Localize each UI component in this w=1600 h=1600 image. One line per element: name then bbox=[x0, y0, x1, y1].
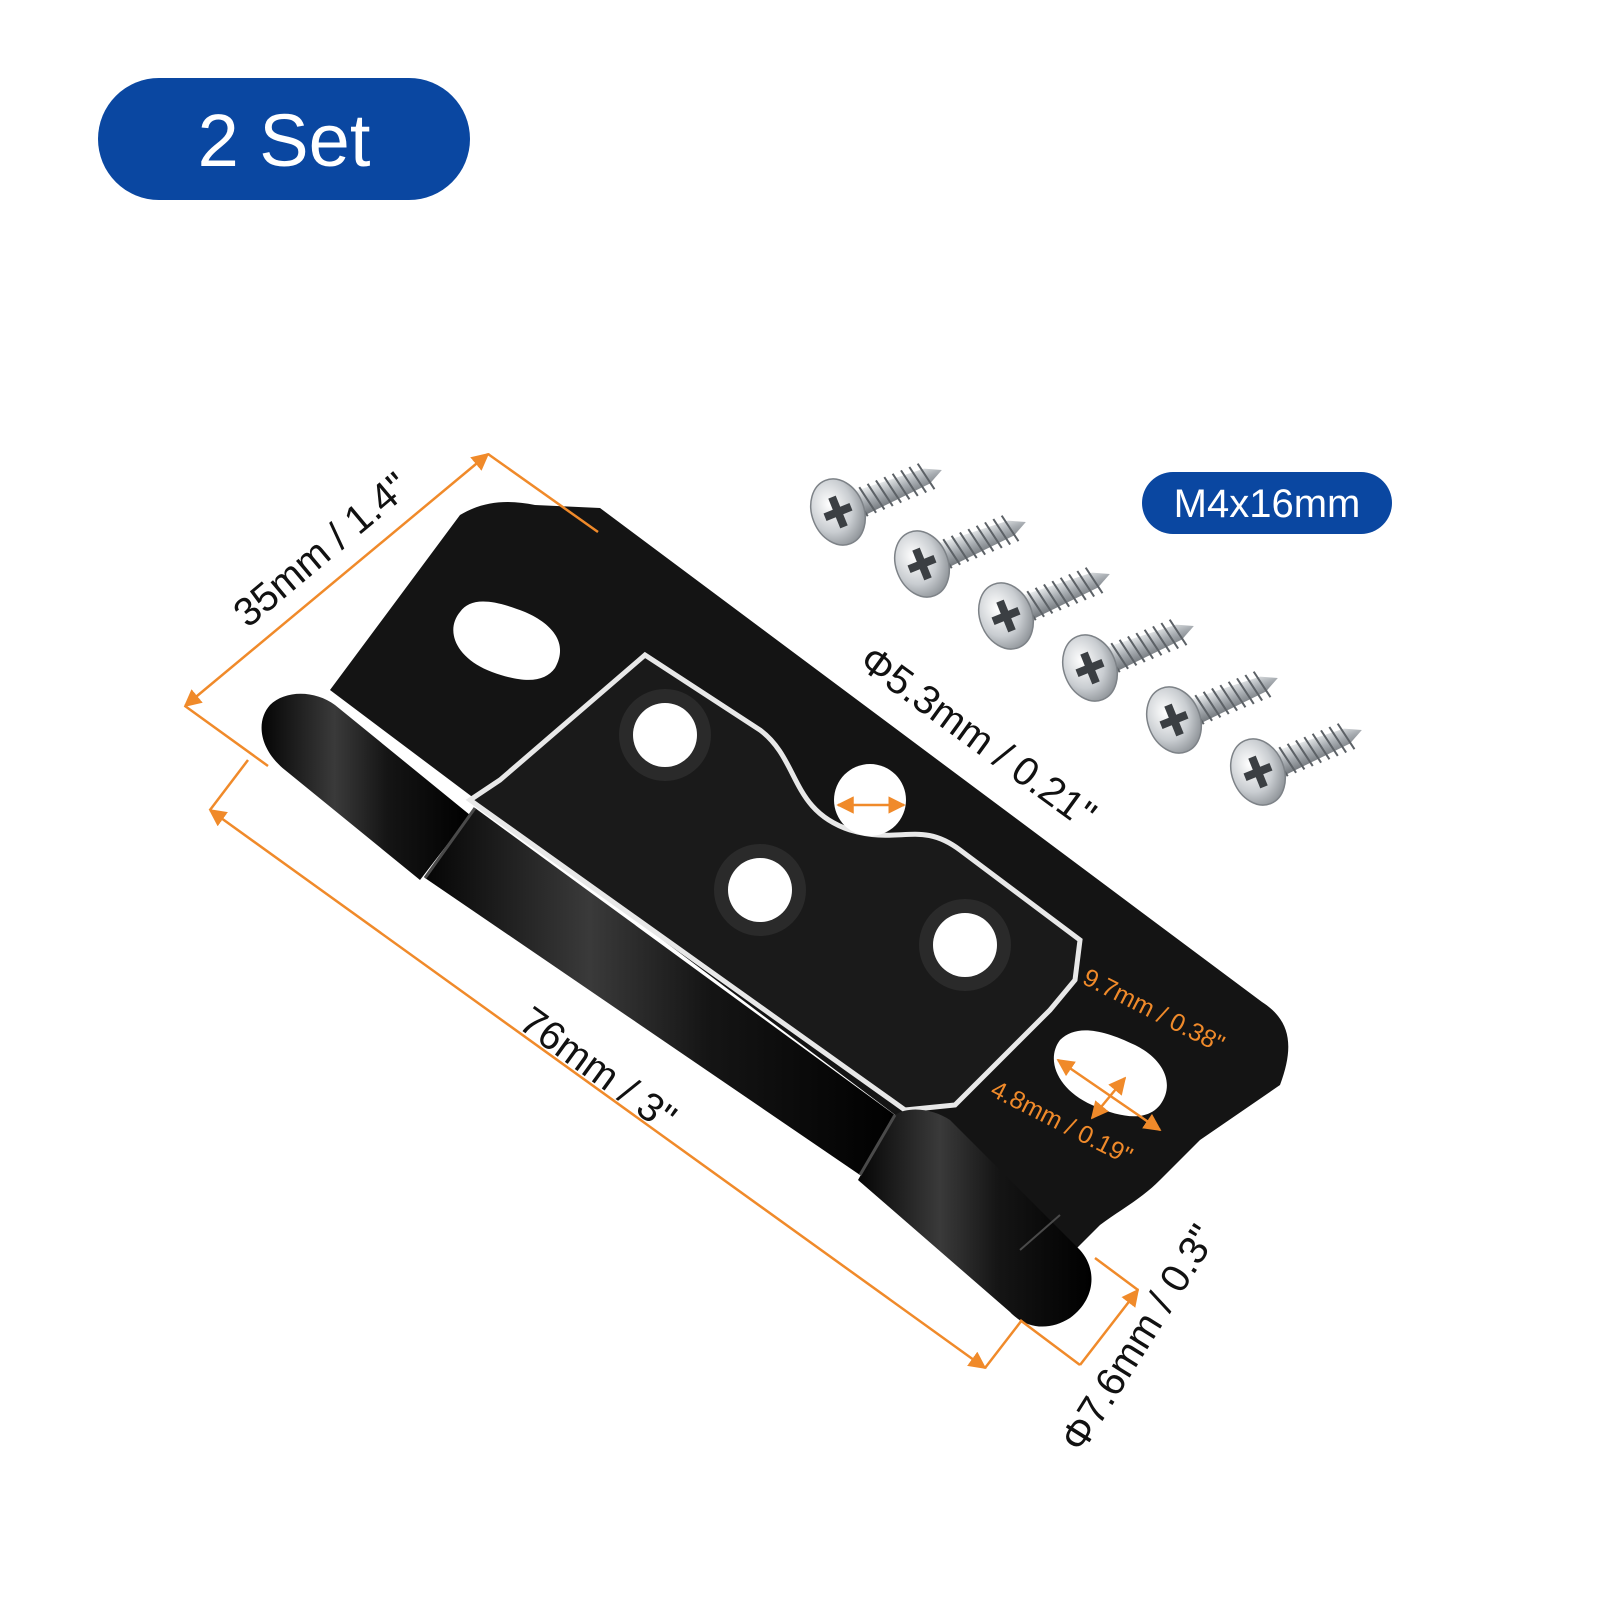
screw-icon bbox=[893, 515, 1026, 598]
pin-hole bbox=[834, 764, 906, 836]
screw-icon bbox=[977, 567, 1110, 650]
hinge-icon bbox=[261, 502, 1289, 1327]
screw-icon bbox=[1145, 671, 1278, 754]
set-count-badge: 2 Set bbox=[98, 78, 470, 200]
countersunk-hole bbox=[714, 844, 806, 936]
screw-size-label: M4x16mm bbox=[1174, 482, 1361, 526]
set-count-label: 2 Set bbox=[198, 99, 371, 182]
countersunk-hole bbox=[619, 689, 711, 781]
countersunk-hole bbox=[919, 899, 1011, 991]
screw-icon bbox=[1229, 723, 1362, 806]
screw-set bbox=[809, 463, 1362, 806]
dimension-lines bbox=[183, 452, 1162, 1370]
dimension-width-label: 35mm / 1.4" bbox=[225, 464, 417, 635]
screw-icon bbox=[809, 463, 942, 546]
screw-icon bbox=[1061, 619, 1194, 702]
screw-size-badge: M4x16mm bbox=[1142, 472, 1392, 534]
